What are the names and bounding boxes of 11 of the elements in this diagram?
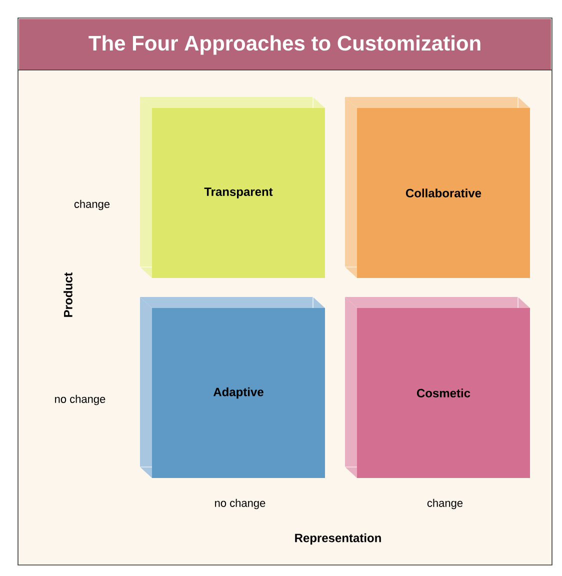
cube: Transparent — [140, 96, 325, 278]
cube: Adaptive — [140, 296, 325, 478]
axis-label: Product — [64, 272, 72, 317]
cube: Cosmetic — [344, 296, 530, 478]
axis-label: no change — [215, 498, 266, 510]
axis-label: change — [74, 200, 110, 210]
title-band: The Four Approaches to Customization — [19, 19, 551, 70]
axis-label: no change — [55, 394, 106, 406]
axis-label: change — [427, 498, 463, 510]
cube: Collaborative — [344, 96, 530, 278]
axis-label: Representation — [295, 533, 381, 545]
